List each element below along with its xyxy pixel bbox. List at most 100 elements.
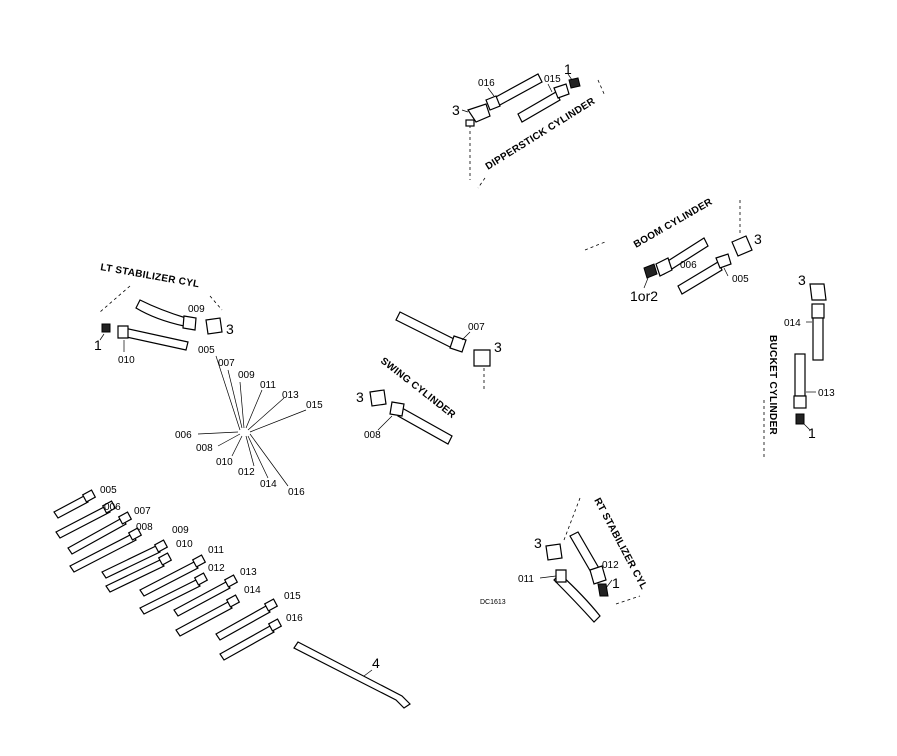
burst-label-006: 006 [175, 430, 192, 441]
ref-3-boom: 3 [754, 231, 762, 247]
elbow-3-dipperstick [467, 103, 491, 123]
lead-008-swing [377, 415, 393, 431]
lead-1-lt-stab [99, 333, 105, 341]
ref-3-bucket: 3 [798, 272, 806, 288]
boom-group: BOOM CYLINDER 006 005 1or2 3 [584, 196, 762, 304]
lead-1or2-boom [643, 277, 649, 289]
fitting-006 [101, 500, 117, 514]
lt-stab-dash-line [99, 285, 131, 313]
fitting-005 [81, 489, 97, 503]
fitting-007 [117, 511, 133, 525]
fitting-011-rt-stab [555, 569, 567, 583]
elbow-3-rt-stab [545, 543, 563, 561]
hose-016 [219, 625, 275, 661]
ref-1-dipperstick: 1 [564, 61, 572, 77]
label-010-lt-stab: 010 [118, 355, 135, 366]
hose-016-dipperstick [493, 73, 543, 107]
hose-011 [139, 561, 199, 597]
swing-group: SWING CYLINDER 007 008 3 3 [356, 311, 502, 445]
burst-lead-008 [217, 433, 241, 447]
ref-3-rt-stab: 3 [534, 535, 542, 551]
adapter-1-dipperstick [568, 77, 581, 89]
drawing-code: DC1613 [480, 599, 506, 606]
boom-dash-line-2 [584, 241, 606, 251]
ref-3-swing-left: 3 [356, 389, 364, 405]
lead-1-bucket [803, 423, 811, 431]
burst-lead-005 [215, 355, 241, 431]
label-016: 016 [286, 613, 303, 624]
fitting-012-rt-stab [589, 565, 607, 585]
burst-lead-014 [247, 435, 269, 479]
burst-label-016: 016 [288, 487, 305, 498]
burst-lead-011 [245, 389, 263, 429]
tee-3-lt-stab [205, 317, 223, 335]
dipperstick-dash-line-2 [477, 177, 486, 189]
burst-label-007: 007 [218, 358, 235, 369]
label-010: 010 [176, 539, 193, 550]
label-008: 008 [136, 522, 153, 533]
dipperstick-dash-line-3 [597, 79, 606, 97]
label-006-boom: 006 [680, 260, 697, 271]
lead-005-boom [723, 267, 729, 277]
ref-1-bucket: 1 [808, 425, 816, 441]
label-007-swing: 007 [468, 322, 485, 333]
hose-013-bucket [794, 353, 806, 397]
label-016-dipperstick: 016 [478, 78, 495, 89]
lead-011-rt-stab [539, 575, 557, 579]
lead-1-rt-stab [605, 579, 613, 589]
burst-label-005: 005 [198, 345, 215, 356]
fitting-016 [267, 618, 283, 632]
label-012: 012 [208, 563, 225, 574]
tool-4: 4 [293, 641, 411, 709]
hose-015 [215, 605, 271, 641]
ref-4: 4 [372, 655, 380, 671]
hose-011-rt-stab [553, 573, 601, 623]
label-009: 009 [172, 525, 189, 536]
adapter-1or2-boom [643, 263, 658, 279]
hose-010-lt-stab [121, 327, 189, 351]
label-015-dipperstick: 015 [544, 74, 561, 85]
fitting-012 [193, 572, 209, 586]
fitting-009-lt-stab [182, 315, 197, 331]
fitting-016-dipperstick [485, 95, 501, 111]
elbow-3-dipperstick-nut [465, 119, 475, 127]
fitting-013 [223, 574, 239, 588]
burst-lead-009 [239, 381, 245, 429]
fitting-011 [191, 554, 207, 568]
hose-009-lt-stab [135, 299, 187, 327]
label-007: 007 [134, 506, 151, 517]
hose-005-boom [677, 261, 723, 295]
tool-4-rod [293, 641, 411, 709]
burst-lead-006 [197, 431, 239, 435]
burst-lead-012 [245, 435, 255, 467]
lead-4 [363, 669, 373, 677]
burst-label-013: 013 [282, 390, 299, 401]
burst-label-012: 012 [238, 467, 255, 478]
fitting-009 [153, 539, 169, 553]
ref-1-rt-stab: 1 [612, 575, 620, 591]
part-number-starburst: 005 007 009 011 013 015 006 008 010 012 … [175, 345, 323, 498]
bucket-group: BUCKET CYLINDER 3 014 013 1 [763, 272, 835, 460]
hose-014-bucket [812, 317, 824, 361]
label-006: 006 [104, 502, 121, 513]
ref-3-lt-stab: 3 [226, 321, 234, 337]
hose-set: 005 006 007 008 009 010 011 012 013 [53, 485, 303, 661]
label-011-rt-stab: 011 [518, 574, 534, 585]
hose-015-dipperstick [517, 91, 561, 123]
ref-3-swing-right: 3 [494, 339, 502, 355]
fitting-008-swing [389, 401, 405, 417]
rt-stabilizer-group: RT STABILIZER CYL 3 011 012 1 DC1613 [480, 496, 649, 623]
fitting-010 [157, 552, 173, 566]
burst-lead-016 [249, 433, 289, 487]
rt-stab-dash-line [563, 497, 581, 541]
label-015: 015 [284, 591, 301, 602]
dipperstick-group: DIPPERSTICK CYLINDER 016 015 1 3 [452, 61, 606, 189]
fitting-008 [127, 527, 143, 541]
burst-lead-015 [249, 409, 307, 433]
fitting-014-bucket [811, 303, 825, 319]
label-009-lt-stab: 009 [188, 304, 205, 315]
lead-1-dipperstick [567, 73, 573, 81]
fitting-010-lt-stab [117, 325, 129, 339]
hose-008 [69, 533, 137, 573]
burst-lead-010 [231, 435, 243, 457]
